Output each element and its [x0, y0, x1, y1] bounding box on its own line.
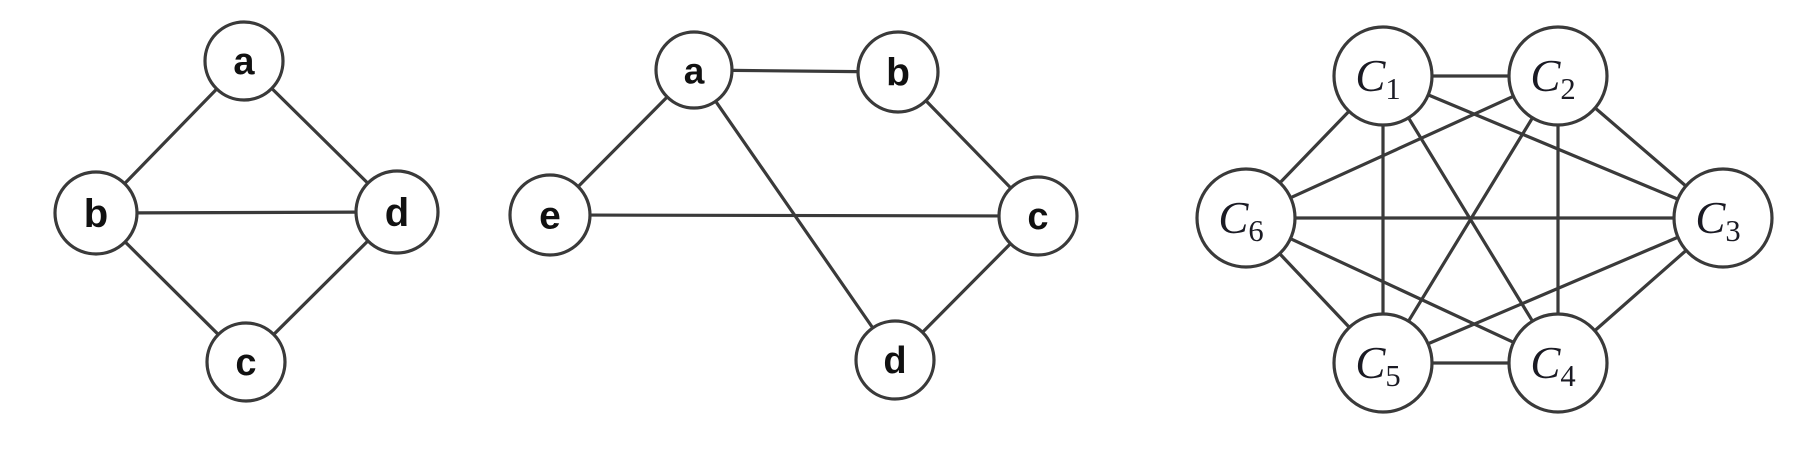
node-label-C4: C4 — [1530, 338, 1575, 393]
node-circle-c — [205, 321, 287, 403]
node-C2[interactable]: C2 — [1507, 25, 1609, 127]
node-label-d: d — [385, 191, 409, 235]
node-C3[interactable]: C3 — [1672, 167, 1774, 269]
node-circle-a — [203, 20, 285, 102]
node-label-c: c — [1027, 196, 1048, 238]
node-circle-C1 — [1332, 25, 1434, 127]
edge-C5-C6 — [1278, 252, 1351, 329]
edge-c-d — [921, 242, 1012, 334]
node-label-b: b — [886, 52, 910, 95]
node-circle-b — [53, 170, 139, 256]
node-b[interactable]: b — [856, 30, 940, 114]
node-circle-e — [508, 173, 592, 257]
node-circle-d — [354, 169, 440, 255]
node-circle-C2 — [1507, 25, 1609, 127]
edge-C2-C3 — [1594, 107, 1687, 187]
node-C6[interactable]: C6 — [1195, 167, 1297, 269]
edge-a-e — [577, 96, 669, 188]
edge-C4-C6 — [1289, 237, 1515, 344]
edge-C1-C3 — [1427, 93, 1679, 201]
diamond-graph-abcd-edges — [123, 87, 369, 336]
node-d[interactable]: d — [354, 169, 440, 255]
complete-graph-k6-edges — [1278, 74, 1688, 365]
edge-C2-C6 — [1289, 95, 1515, 199]
node-circle-a — [654, 30, 734, 110]
edge-b-c — [124, 240, 220, 336]
node-c[interactable]: c — [997, 175, 1079, 257]
node-b[interactable]: b — [53, 170, 139, 256]
node-label-a: a — [233, 41, 255, 83]
edge-c-d — [272, 239, 369, 336]
edge-b-d — [136, 210, 357, 215]
node-label-e: e — [539, 195, 561, 238]
edge-C3-C5 — [1427, 236, 1679, 345]
edge-a-b — [123, 88, 218, 185]
node-label-b: b — [84, 192, 108, 236]
node-label-C1: C1 — [1355, 51, 1400, 106]
node-label-C5: C5 — [1355, 338, 1400, 393]
edge-e-c — [589, 213, 1000, 218]
node-c[interactable]: c — [205, 321, 287, 403]
node-C1[interactable]: C1 — [1332, 25, 1434, 127]
node-label-C3: C3 — [1695, 193, 1740, 248]
edge-a-d — [270, 87, 369, 185]
node-label-d: d — [883, 340, 906, 382]
node-C5[interactable]: C5 — [1332, 312, 1434, 414]
node-label-C2: C2 — [1530, 51, 1575, 106]
node-circle-d — [854, 319, 936, 401]
node-d[interactable]: d — [854, 319, 936, 401]
crossing-graph-abcde-edges — [577, 68, 1012, 334]
node-C4[interactable]: C4 — [1507, 312, 1609, 414]
crossing-graph-abcde-nodes: a b c d e — [508, 30, 1079, 401]
node-label-c: c — [235, 342, 256, 384]
node-circle-c — [997, 175, 1079, 257]
node-label-C6: C6 — [1218, 193, 1263, 248]
edge-a-b — [731, 68, 859, 74]
node-circle-C5 — [1332, 312, 1434, 414]
node-circle-C3 — [1672, 167, 1774, 269]
node-label-a: a — [684, 51, 705, 92]
edge-b-c — [924, 99, 1012, 189]
node-circle-C6 — [1195, 167, 1297, 269]
diamond-graph-abcd-nodes: a b c d — [53, 20, 440, 403]
edges-layer — [123, 68, 1688, 365]
edge-C1-C6 — [1279, 110, 1350, 184]
node-a[interactable]: a — [203, 20, 285, 102]
node-circle-b — [856, 30, 940, 114]
node-a[interactable]: a — [654, 30, 734, 110]
node-e[interactable]: e — [508, 173, 592, 257]
node-circle-C4 — [1507, 312, 1609, 414]
edge-C3-C4 — [1593, 249, 1688, 332]
